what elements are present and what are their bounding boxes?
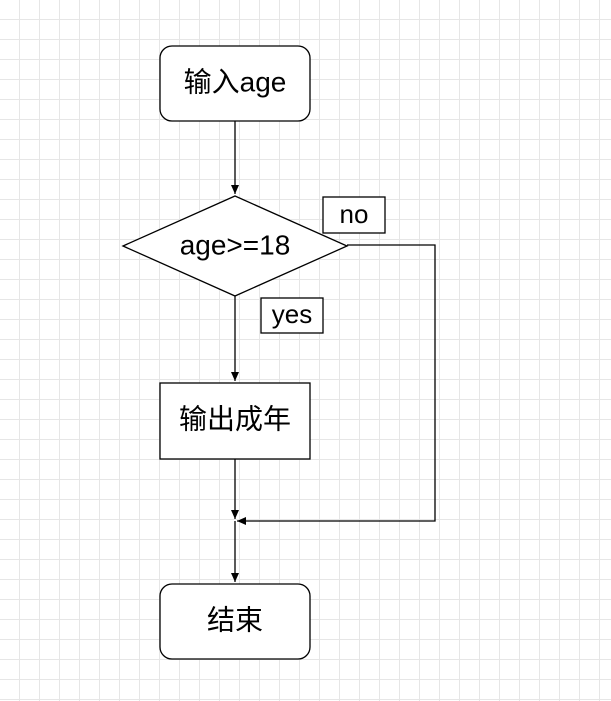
node-output-label: 输出成年: [179, 403, 291, 434]
edge-label-yes: yes: [260, 297, 324, 334]
node-end-label: 结束: [207, 604, 263, 635]
node-input-label: 输入age: [184, 66, 287, 97]
node-output[interactable]: 输出成年: [159, 382, 311, 460]
edge-label-yes-text: yes: [272, 299, 312, 329]
node-end[interactable]: 结束: [159, 583, 311, 660]
edge-decision-to-merge-no: [237, 244, 436, 525]
edge-label-no-text: no: [340, 199, 369, 229]
edge-label-no: no: [322, 196, 386, 234]
node-input[interactable]: 输入age: [159, 45, 311, 122]
node-decision[interactable]: age>=18: [121, 195, 349, 297]
node-decision-label: age>=18: [180, 229, 291, 260]
